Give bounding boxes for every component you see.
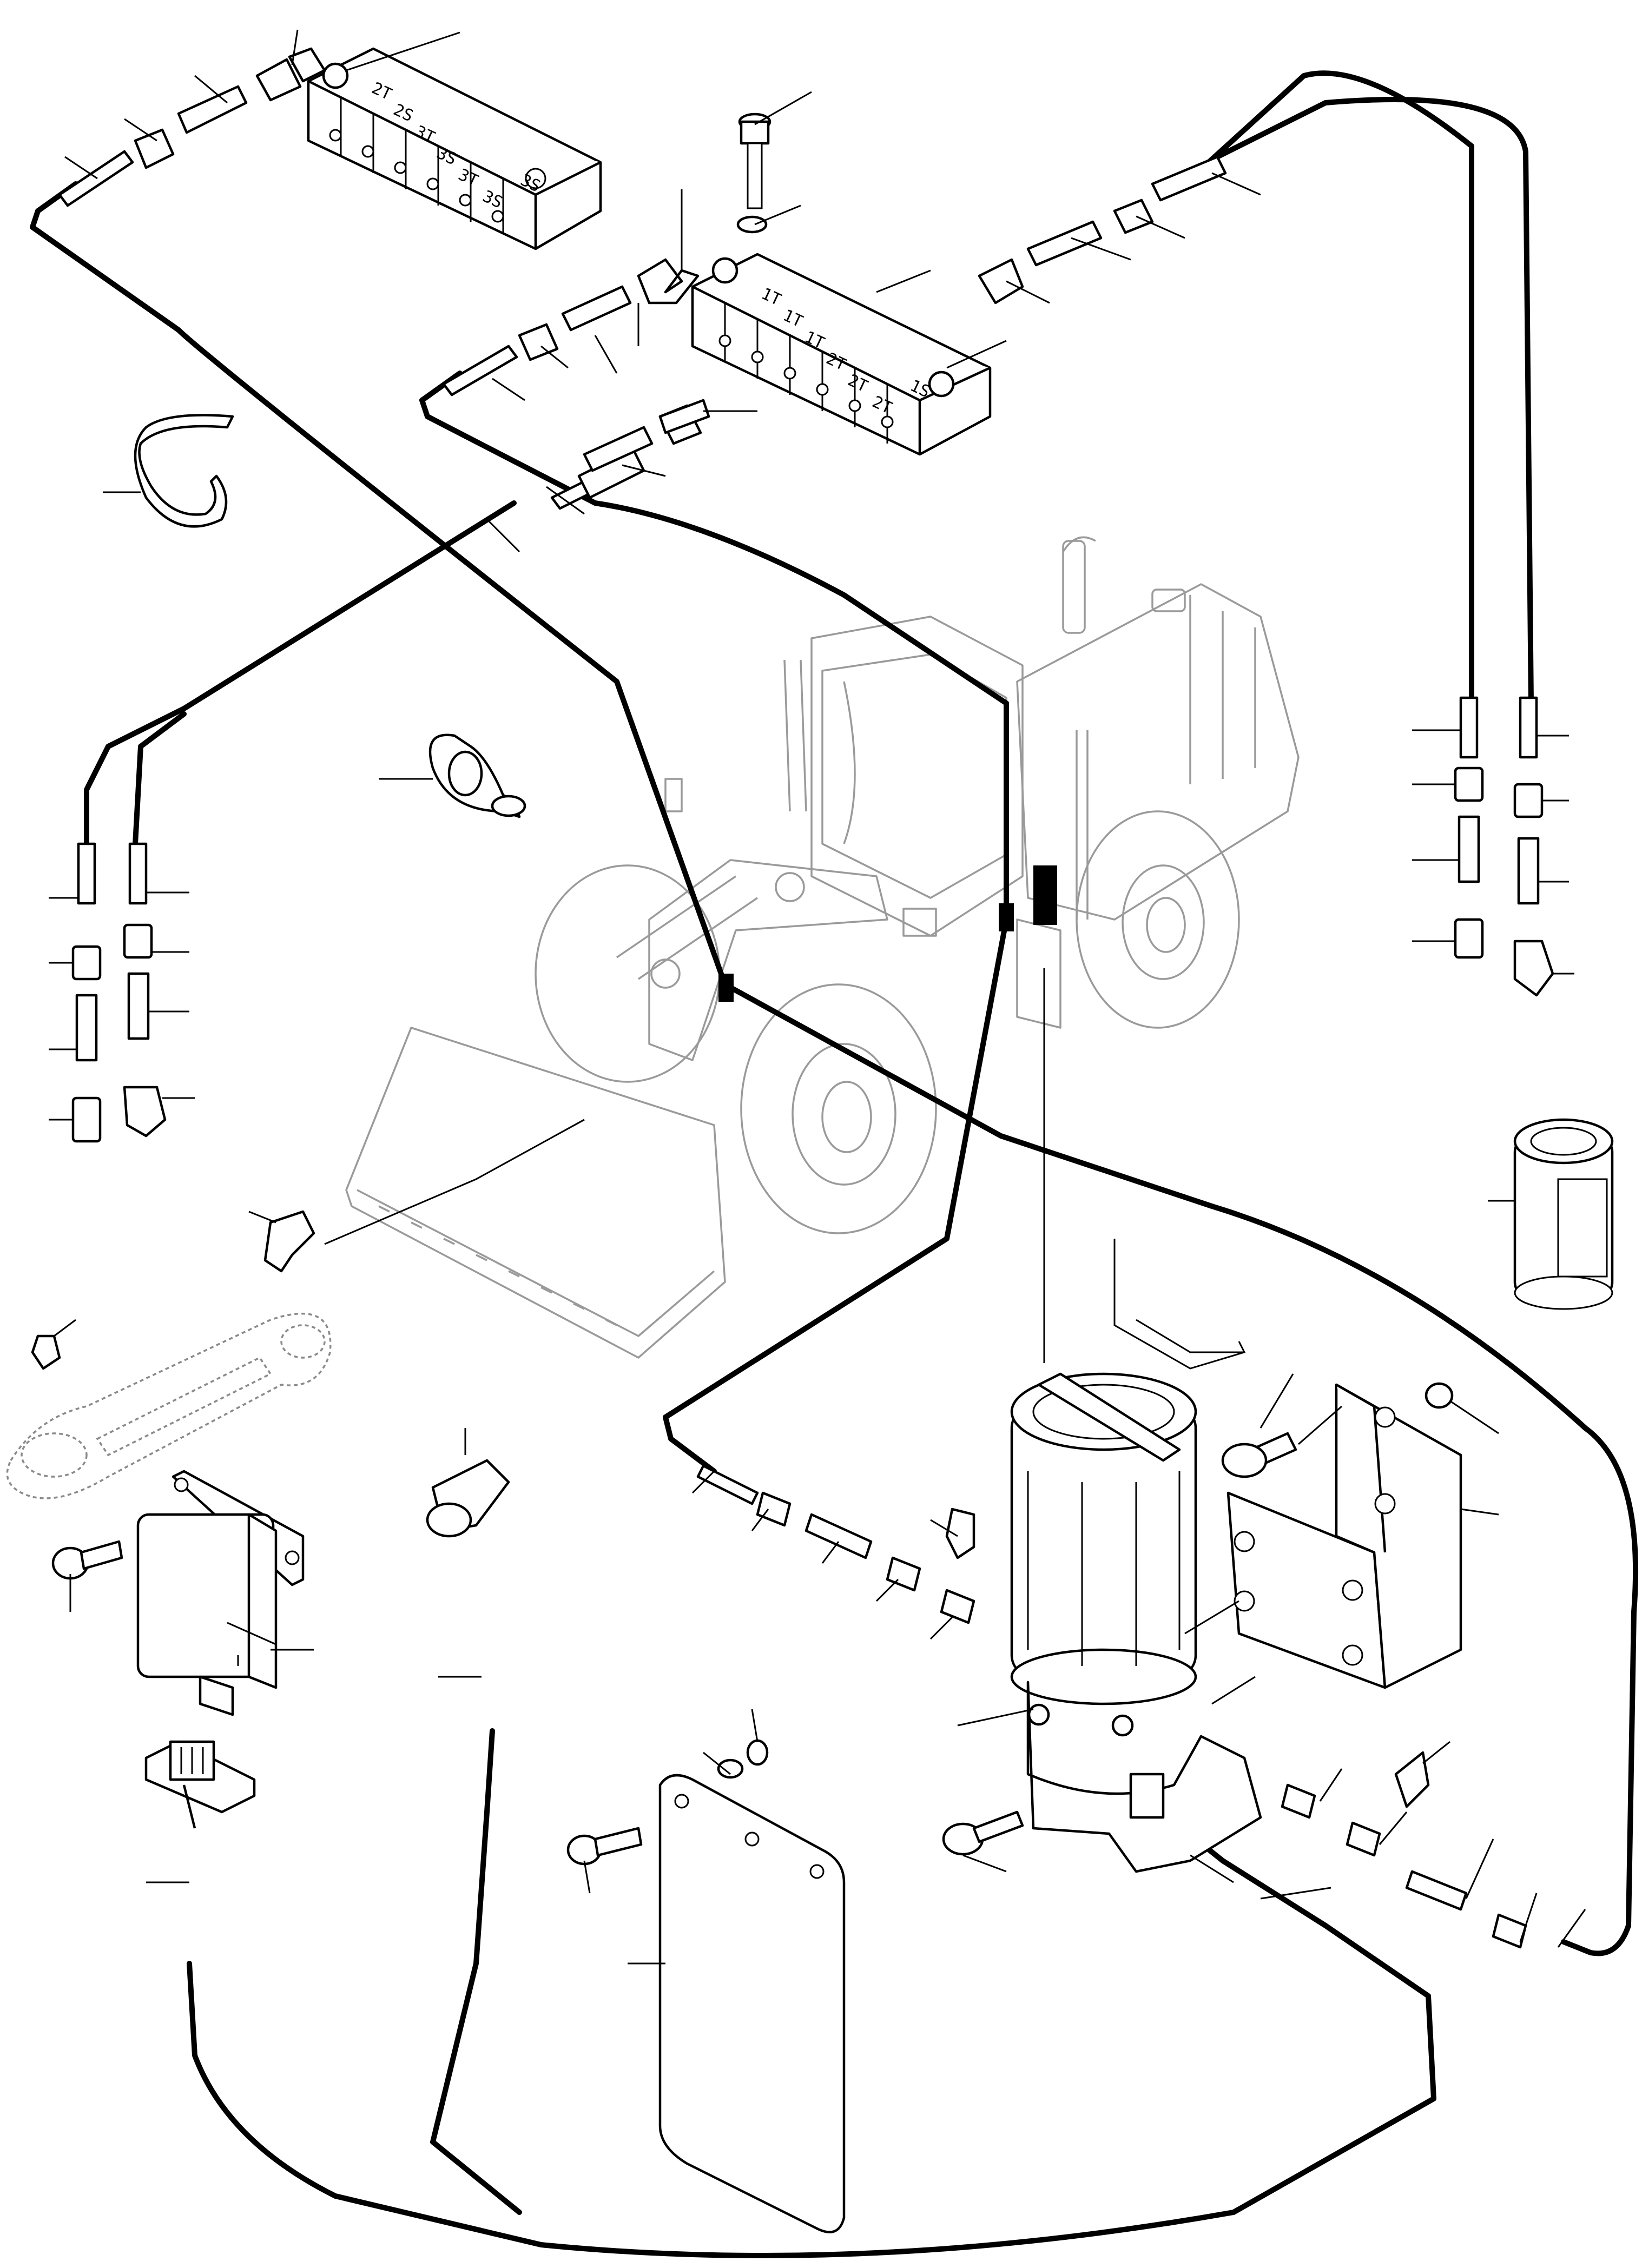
cable-tie [134,414,234,528]
electrical-connector [144,1740,256,1829]
fitting-column-right [1454,696,1554,997]
distributor-middle: 1T 1T 1T 2T 2T 2T 1S [691,253,992,456]
pump-outlet-fittings [1281,1751,1527,1949]
distributor-upper: 2T 2S 3T 3S 3T 3S 3S [307,47,602,250]
plate-bolt [566,1827,643,1866]
leader-lines [49,29,1586,1965]
p-clamp [428,733,526,818]
hose-clamp-marker [999,903,1014,931]
control-unit [136,1470,305,1716]
washer [736,215,768,234]
fitting-chain-upper-left [58,47,326,207]
splash-plate [658,1774,846,2233]
plate-nut [746,1739,769,1766]
fitting-chain-right [978,155,1227,305]
plate-washer [717,1758,744,1779]
fitting-column-left [71,842,167,1143]
wheel-loader-ghost [345,536,1300,1359]
bracket-nut [1425,1382,1454,1409]
hose-clamp-marker [718,974,734,1002]
hose-clamp-marker [1033,865,1057,925]
control-unit-screw [51,1540,123,1580]
grease-pump [1010,1372,1262,1873]
elbow-fitting [263,1210,315,1273]
pump-bracket [1226,1383,1462,1689]
grease-nipple [31,1334,61,1370]
pressure-switch [426,1459,510,1538]
grease-cartridge [1513,1118,1614,1310]
pump-foot-bolt [942,1810,1024,1856]
lubrication-hoses [30,70,1639,2258]
pump-inlet-fittings [696,1464,975,1624]
fitting-chain-middle [442,258,710,510]
linkage-arm-ghost [6,1312,332,1499]
bracket-bolt [1221,1432,1297,1478]
mounting-bolt [738,113,771,209]
